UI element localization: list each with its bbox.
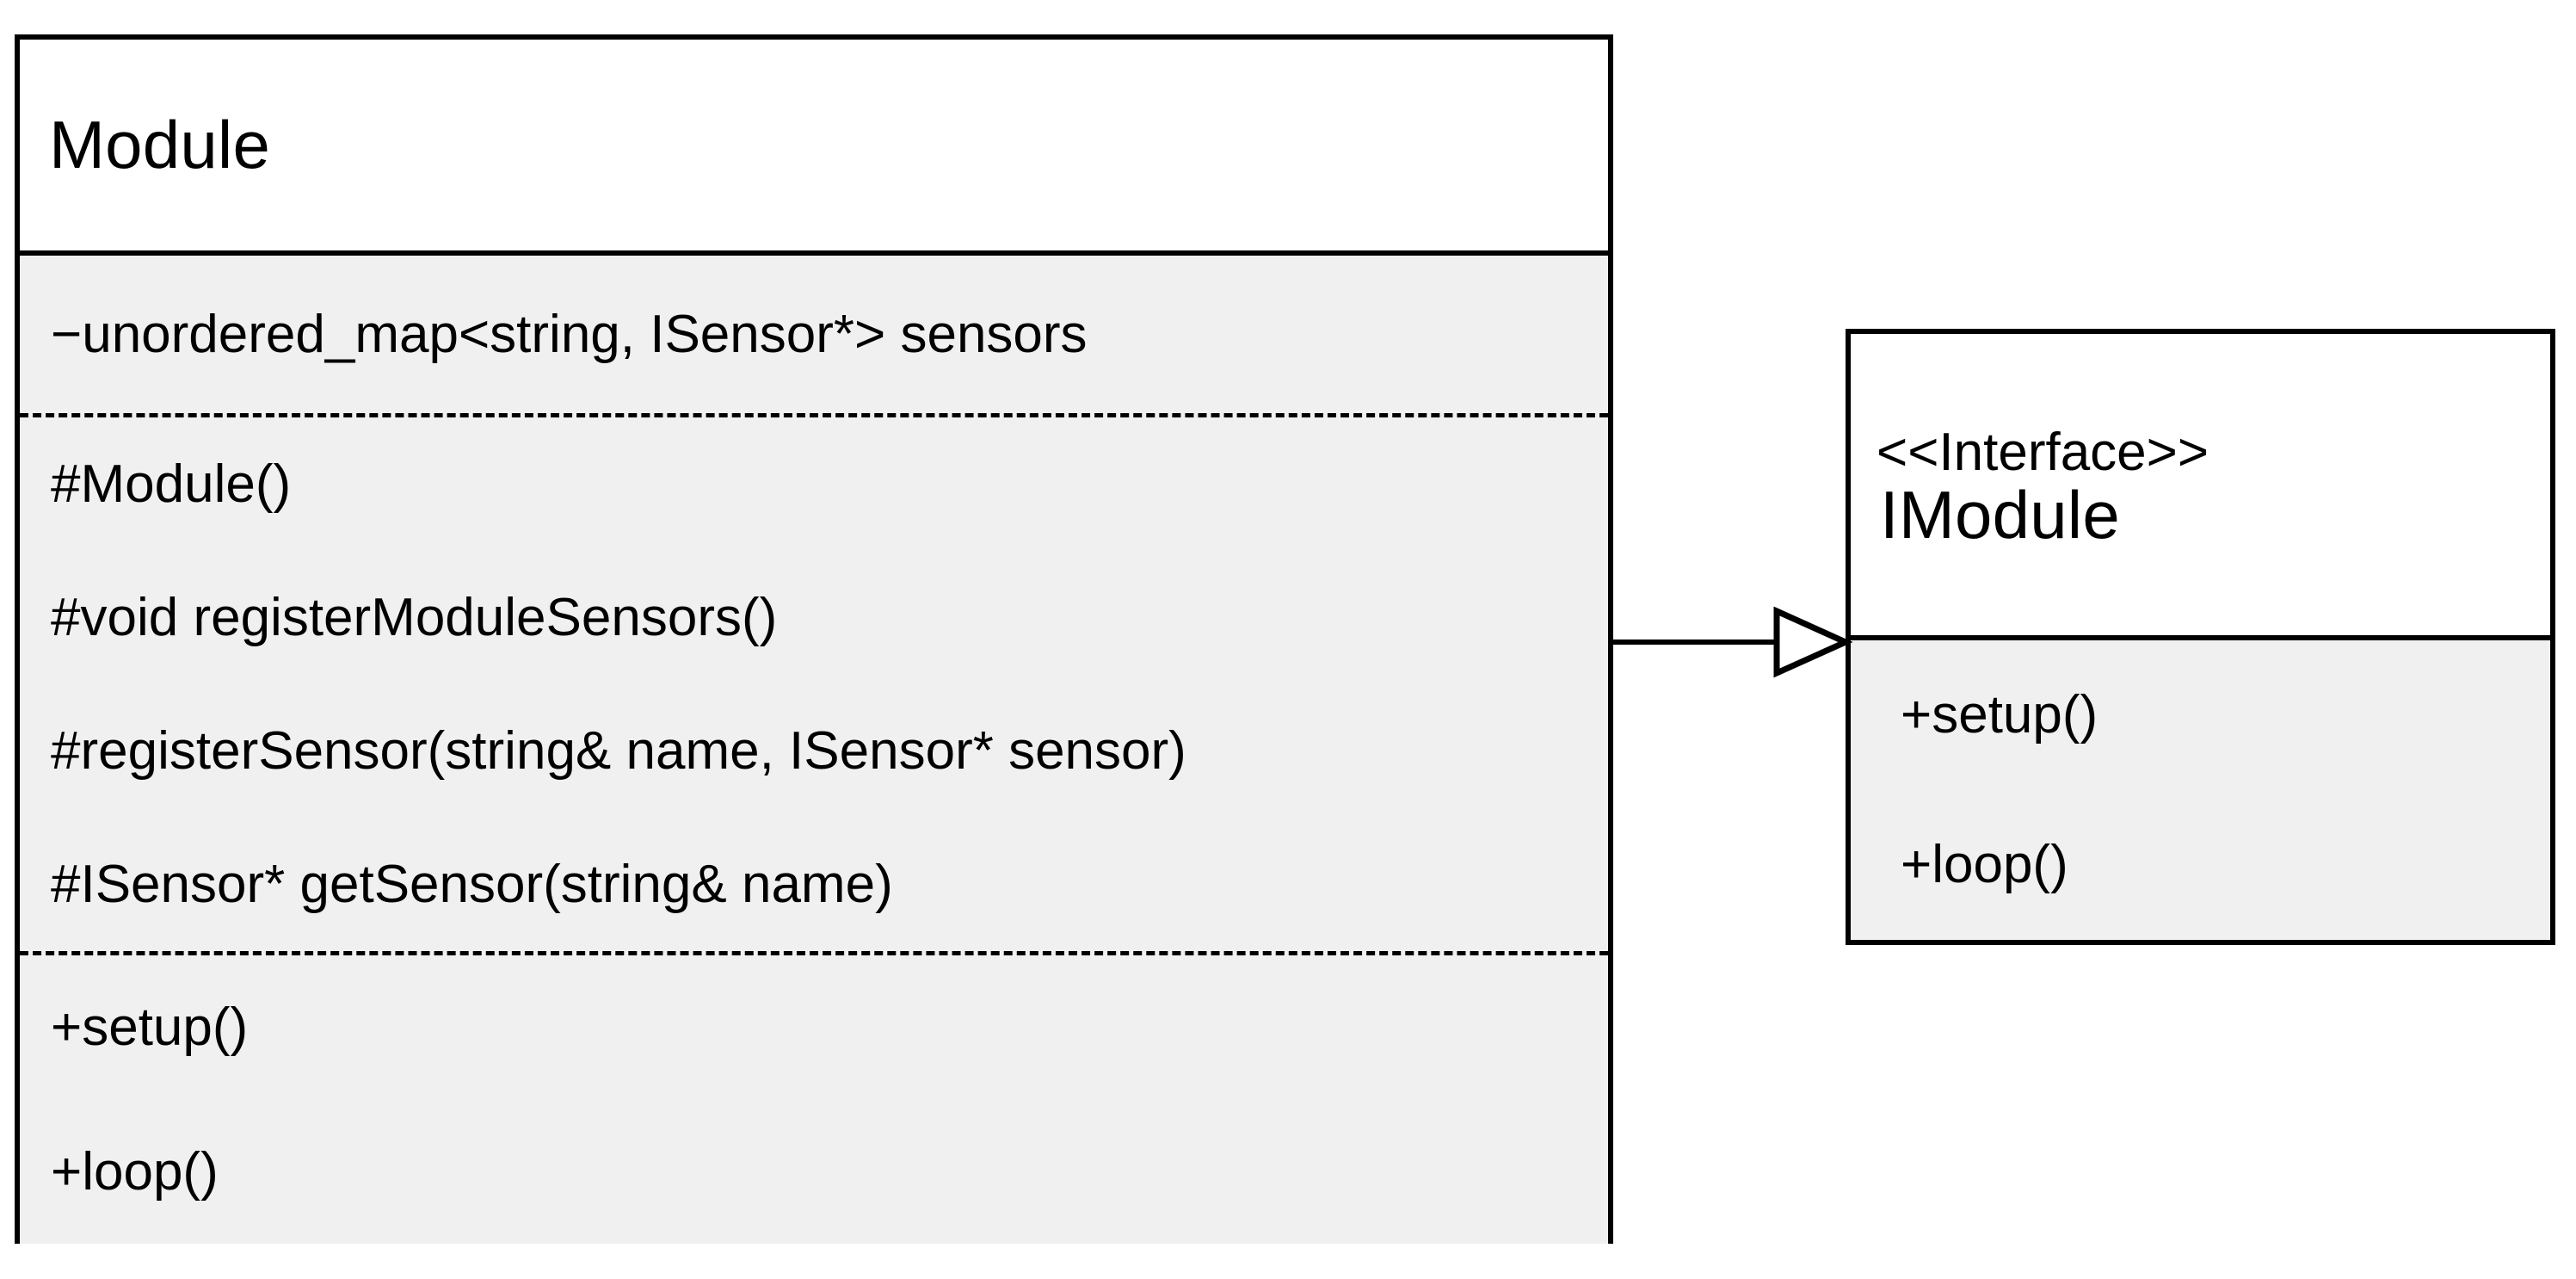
class-body-imodule: +setup() +loop() <box>1851 640 2550 940</box>
class-header-imodule: <<Interface>> IModule <box>1851 334 2550 640</box>
class-box-imodule[interactable]: <<Interface>> IModule +setup() +loop() <box>1846 329 2555 945</box>
operation-setup-module: +setup() <box>51 998 249 1058</box>
compartment-operations-imodule: +setup() +loop() <box>1851 640 2550 940</box>
class-name-imodule: IModule <box>1880 476 2120 553</box>
class-name-module: Module <box>49 106 271 182</box>
stereotype-interface: <<Interface>> <box>1877 422 2209 482</box>
operation-loop-imodule: +loop() <box>1901 835 2068 895</box>
operation-setup-imodule: +setup() <box>1901 685 2098 745</box>
hollow-triangle-arrowhead-icon <box>1773 606 1853 678</box>
attribute-sensors: −unordered_map<string, ISensor*> sensors <box>51 305 1088 365</box>
class-box-module[interactable]: Module −unordered_map<string, ISensor*> … <box>15 34 1613 1244</box>
compartment-public-operations-module: +setup() +loop() <box>20 950 1608 1244</box>
class-header-module: Module <box>20 40 1608 256</box>
operation-loop-module: +loop() <box>51 1141 219 1202</box>
compartment-attributes-module: −unordered_map<string, ISensor*> sensors <box>20 256 1608 413</box>
compartment-protected-operations-module: #Module() #void registerModuleSensors() … <box>20 413 1608 951</box>
operation-register-module-sensors: #void registerModuleSensors() <box>51 588 778 648</box>
realization-arrow-module-to-imodule[interactable] <box>1608 602 1854 682</box>
class-body-module: −unordered_map<string, ISensor*> sensors… <box>20 256 1608 1244</box>
operation-get-sensor: #ISensor* getSensor(string& name) <box>51 854 893 914</box>
operation-module-ctor: #Module() <box>51 454 292 515</box>
operation-register-sensor: #registerSensor(string& name, ISensor* s… <box>51 721 1186 782</box>
